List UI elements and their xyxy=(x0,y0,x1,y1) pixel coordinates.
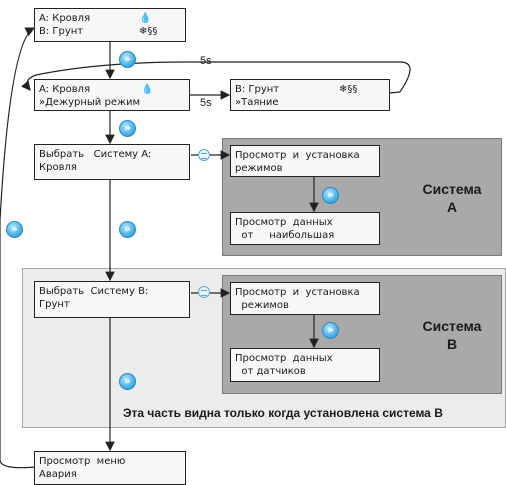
chevron-right-icon: » xyxy=(327,325,334,336)
screen-select-a-line1: Выбрать Систему A: xyxy=(39,149,152,160)
screen-select-system-b: Выбрать Систему B: Грунт xyxy=(34,281,190,318)
screen-thaw-line1: B: Грунт xyxy=(235,84,280,95)
screen-data-b: Просмотр данных от датчиков xyxy=(230,348,380,382)
screen-mode-b: Просмотр и установка режимов xyxy=(230,282,380,315)
screen-data-b-line2: от датчиков xyxy=(235,366,306,377)
screen-select-b-line1: Выбрать Систему B: xyxy=(39,286,149,297)
screen-top-line1: A: Кровля xyxy=(39,13,91,24)
next-button-select-b[interactable]: » xyxy=(119,373,136,390)
system-b-visibility-note: Эта часть видна только когда установлена… xyxy=(123,406,443,420)
screen-alarm-line2: Авария xyxy=(39,469,77,480)
screen-thaw: B: Грунт ❄§§ »Таяние xyxy=(230,79,390,111)
snow-heat-icon: ❄§§ xyxy=(139,26,158,37)
screen-duty-line2: »Дежурный режим xyxy=(39,97,141,108)
screen-alarm-menu: Просмотр меню Авария xyxy=(34,451,186,485)
next-button-select-a[interactable]: » xyxy=(119,221,136,238)
screen-mode-a-line2: режимов xyxy=(235,163,283,174)
screen-duty: A: Кровля 💧 »Дежурный режим xyxy=(34,79,190,111)
screen-select-system-a: Выбрать Систему A: Кровля xyxy=(34,144,190,180)
menu-button-system-b[interactable] xyxy=(198,286,210,298)
chevron-right-icon: » xyxy=(124,54,131,65)
screen-mode-b-line2: режимов xyxy=(235,300,289,311)
drop-icon: 💧 xyxy=(139,13,152,24)
screen-thaw-line2: »Таяние xyxy=(235,97,279,108)
screen-data-a-line2: от наибольшая xyxy=(235,230,335,241)
chevron-right-icon: » xyxy=(11,224,18,235)
snow-heat-icon: ❄§§ xyxy=(339,84,358,95)
screen-data-a: Просмотр данных от наибольшая xyxy=(230,212,380,245)
chevron-right-icon: » xyxy=(124,123,131,134)
drop-icon: 💧 xyxy=(141,84,154,95)
screen-mode-a-line1: Просмотр и установка xyxy=(235,150,360,161)
next-button-mode-b[interactable]: » xyxy=(322,322,339,339)
chevron-right-icon: » xyxy=(124,224,131,235)
screen-top: A: Кровля 💧 B: Грунт ❄§§ xyxy=(34,8,186,42)
screen-data-a-line1: Просмотр данных xyxy=(235,217,333,228)
next-button-mode-a[interactable]: » xyxy=(322,187,339,204)
menu-button-system-a[interactable] xyxy=(198,149,210,161)
next-button-left-return[interactable]: » xyxy=(6,221,23,238)
chevron-right-icon: » xyxy=(124,376,131,387)
screen-mode-a: Просмотр и установка режимов xyxy=(230,145,380,177)
screen-duty-line1: A: Кровля xyxy=(39,84,91,95)
screen-alarm-line1: Просмотр меню xyxy=(39,456,126,467)
next-button-top[interactable]: » xyxy=(119,51,136,68)
timer-label-top: 5s xyxy=(200,55,212,67)
screen-data-b-line1: Просмотр данных xyxy=(235,353,333,364)
chevron-right-icon: » xyxy=(327,190,334,201)
screen-select-a-line2: Кровля xyxy=(39,162,77,173)
next-button-duty[interactable]: » xyxy=(119,120,136,137)
screen-mode-b-line1: Просмотр и установка xyxy=(235,287,360,298)
screen-select-b-line2: Грунт xyxy=(39,299,70,310)
timer-label-mid: 5s xyxy=(200,97,212,109)
screen-top-line2: B: Грунт xyxy=(39,26,84,37)
